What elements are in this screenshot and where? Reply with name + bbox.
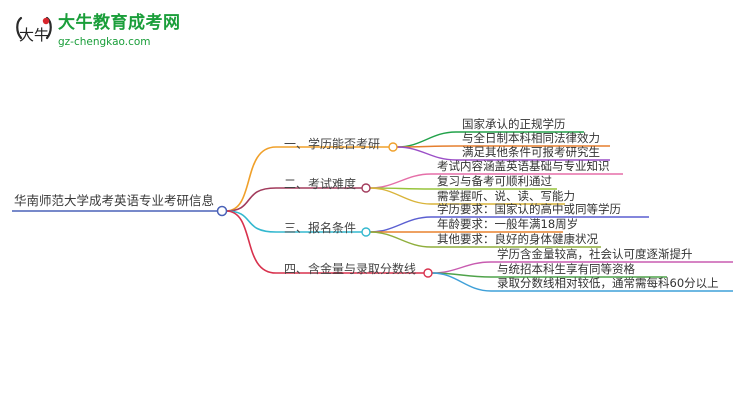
leaf-label-3-3: 其他要求：良好的身体健康状况 bbox=[437, 232, 598, 246]
leaf-connector-2-3 bbox=[369, 187, 432, 205]
branch-connector-3 bbox=[225, 210, 277, 233]
branch-node-4 bbox=[423, 268, 433, 278]
leaf-label-1-2: 与全日制本科相同法律效力 bbox=[462, 131, 600, 145]
leaf-label-3-2: 年龄要求：一般年满18周岁 bbox=[437, 217, 579, 231]
branch-node-3 bbox=[361, 227, 371, 237]
leaf-label-2-1: 考试内容涵盖英语基础与专业知识 bbox=[437, 159, 610, 173]
leaf-label-1-3: 满足其他条件可报考研究生 bbox=[462, 145, 600, 159]
branch-connector-2 bbox=[225, 187, 277, 212]
leaf-label-4-1: 学历含金量较高，社会认可度逐渐提升 bbox=[497, 247, 693, 261]
branch-label-1: 一、学历能否考研 bbox=[284, 137, 381, 151]
root-node bbox=[216, 205, 228, 217]
leaf-connector-4-3 bbox=[431, 272, 492, 292]
leaf-label-1-1: 国家承认的正规学历 bbox=[462, 117, 566, 131]
leaf-label-4-3: 录取分数线相对较低，通常需每科60分以上 bbox=[497, 276, 719, 290]
leaf-connector-2-1 bbox=[369, 173, 432, 189]
branch-connector-1 bbox=[225, 146, 277, 212]
logo-glyph: 大牛 bbox=[19, 26, 49, 44]
leaf-connector-3-1 bbox=[369, 216, 432, 233]
branch-label-3: 三、报名条件 bbox=[284, 221, 357, 235]
branch-label-4: 四、含金量与录取分数线 bbox=[284, 262, 417, 276]
branch-connector-4 bbox=[225, 210, 277, 274]
leaf-connector-4-1 bbox=[431, 261, 492, 274]
leaf-connector-3-3 bbox=[369, 231, 432, 248]
branch-node-2 bbox=[361, 183, 371, 193]
leaf-connector-1-3 bbox=[396, 146, 457, 161]
leaf-label-2-2: 复习与备考可顺利通过 bbox=[437, 174, 552, 188]
leaf-label-3-1: 学历要求：国家认的高中或同等学历 bbox=[437, 202, 621, 216]
site-url: gz-chengkao.com bbox=[58, 36, 151, 48]
branch-node-1 bbox=[388, 142, 398, 152]
leaf-label-2-3: 需掌握听、说、读、写能力 bbox=[437, 189, 575, 203]
leaf-label-4-2: 与统招本科生享有同等资格 bbox=[497, 262, 635, 276]
bull-logo-icon: 大牛 bbox=[16, 16, 52, 44]
leaf-connector-1-1 bbox=[396, 131, 457, 148]
branch-label-2: 二、考试难度 bbox=[284, 177, 357, 191]
root-topic: 华南师范大学成考英语专业考研信息 bbox=[14, 193, 215, 208]
site-title: 大牛教育成考网 bbox=[58, 13, 181, 33]
